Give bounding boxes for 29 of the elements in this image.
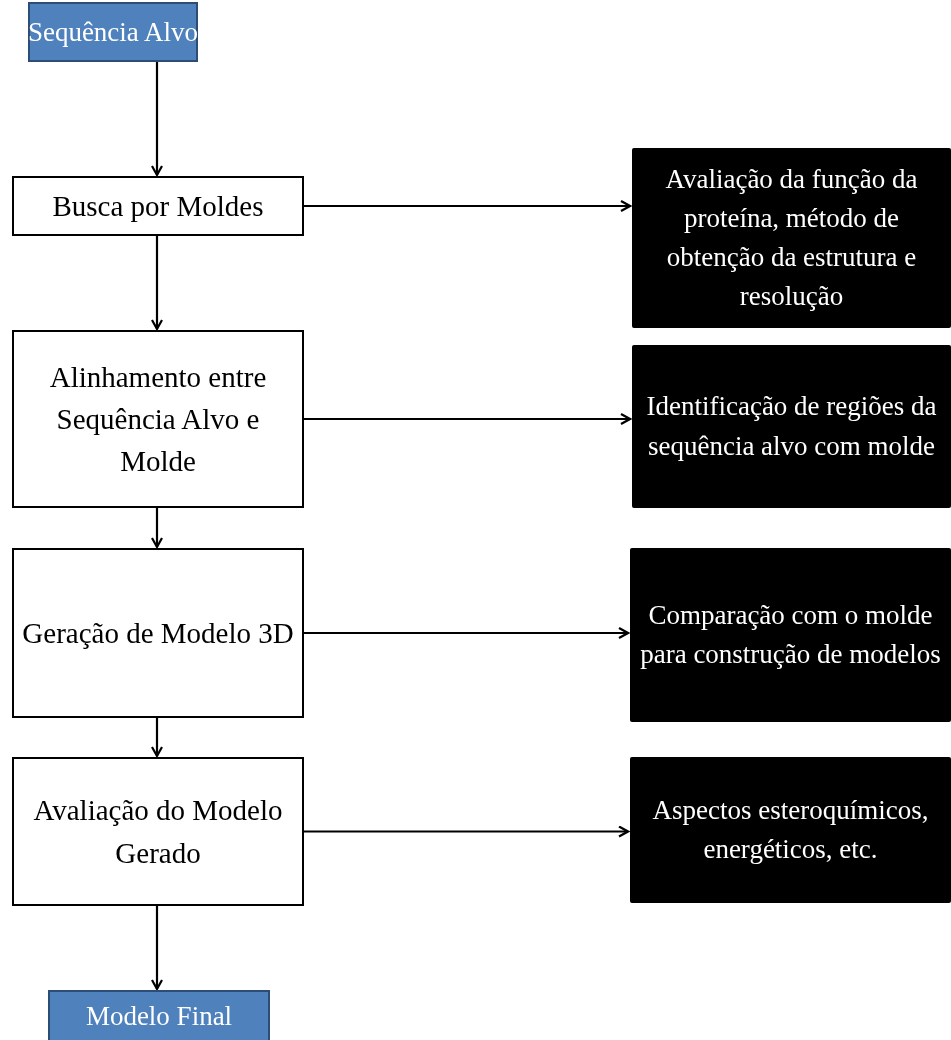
box-text: Alinhamento entre Sequência Alvo e Molde	[48, 359, 268, 479]
process-box	[12, 330, 304, 508]
note-box	[632, 148, 951, 328]
box-text: Geração de Modelo 3D	[22, 615, 294, 651]
arrow	[150, 508, 164, 549]
box-text: Identificação de regiões da sequência alvo com molde	[645, 390, 938, 463]
arrow	[304, 412, 632, 426]
arrow	[150, 906, 164, 991]
box-text: Aspectos esteroquímicos, energéticos, etc.	[651, 793, 930, 866]
process-box	[12, 757, 304, 906]
arrow	[150, 718, 164, 758]
note-box	[630, 757, 951, 903]
terminal-box	[28, 2, 198, 62]
process-box	[12, 176, 304, 236]
arrow	[150, 236, 164, 331]
box-text: Avaliação da função da proteína, método de obtenção da estrutura e resolução	[664, 162, 919, 314]
arrow	[304, 199, 632, 213]
box-text: Comparação com o molde para construção de modelos	[639, 598, 942, 671]
arrow	[304, 825, 630, 838]
arrow	[150, 62, 164, 177]
box-text: Avaliação do Modelo Gerado	[32, 793, 284, 871]
note-box	[632, 345, 951, 508]
box-text: Busca por Moldes	[52, 188, 264, 224]
arrow	[304, 626, 630, 640]
note-box	[630, 548, 951, 722]
box-text: Sequência Alvo	[27, 16, 199, 48]
process-box	[12, 548, 304, 718]
terminal-box	[48, 990, 270, 1040]
box-text: Modelo Final	[85, 1000, 233, 1032]
